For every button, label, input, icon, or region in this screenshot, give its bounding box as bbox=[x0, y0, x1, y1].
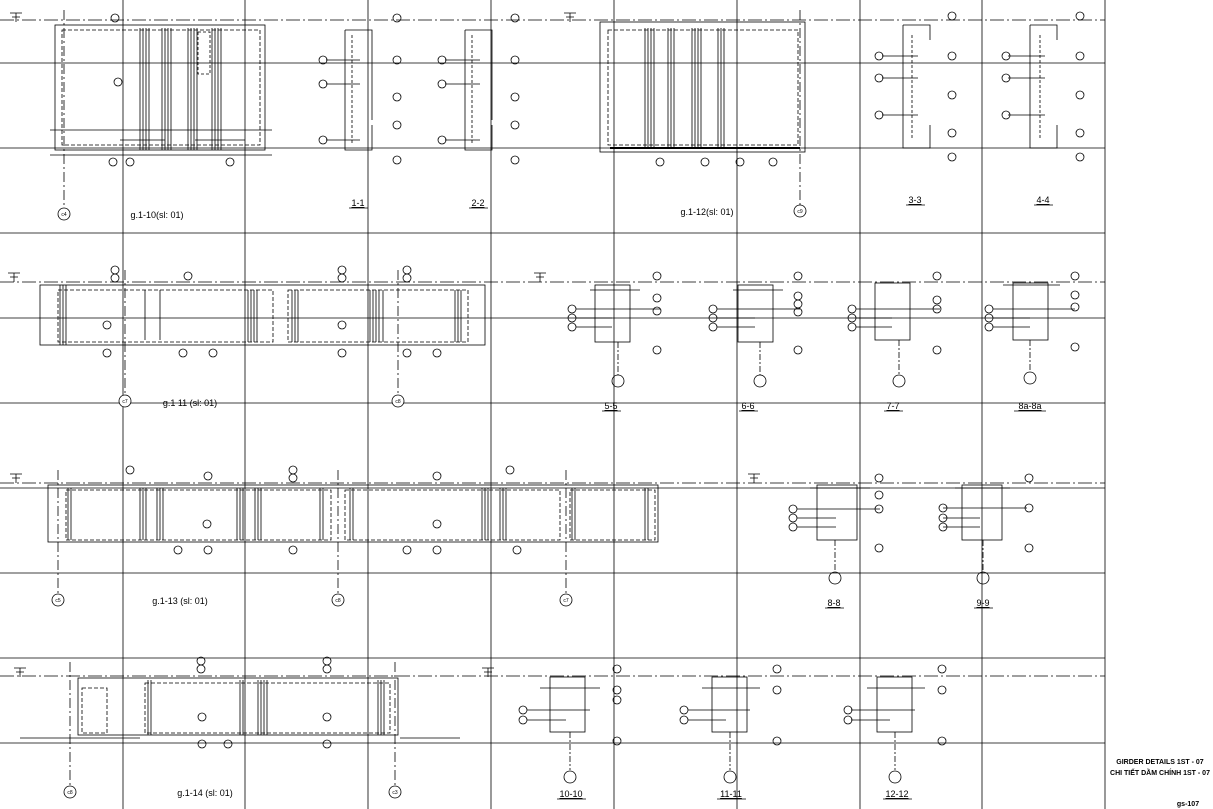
grid-bubbles-row1 bbox=[108, 13, 235, 167]
axis-bubble-label: c3 bbox=[392, 790, 398, 796]
grid-bubbles-row2 bbox=[102, 265, 442, 358]
axis-bubbles bbox=[51, 204, 807, 799]
grid-bubbles-row1b bbox=[655, 157, 778, 167]
level-marker-icons bbox=[8, 12, 760, 677]
section-3-3-4-4-details bbox=[874, 11, 1085, 162]
section-10-10-to-12-12-details bbox=[518, 664, 947, 784]
section-label-6-6: 6-6 bbox=[741, 401, 754, 411]
girder-elevation-g1-10 bbox=[50, 10, 272, 220]
layout-grid bbox=[0, 0, 1106, 809]
section-label-10-10: 10-10 bbox=[559, 789, 582, 799]
section-label-8-8: 8-8 bbox=[827, 598, 840, 608]
level-lines bbox=[0, 19, 1105, 677]
girder-elevation-g1-14 bbox=[20, 662, 460, 788]
title-block-title-en: GIRDER DETAILS 1ST - 07 bbox=[1116, 759, 1203, 766]
axis-bubble-label: c5 bbox=[55, 598, 61, 604]
section-label-11-11: 11-11 bbox=[720, 789, 742, 799]
section-label-7-7: 7-7 bbox=[886, 401, 899, 411]
grid-bubbles-row3 bbox=[125, 465, 522, 555]
section-label-3-3: 3-3 bbox=[908, 195, 921, 205]
girder-elevation-g1-12 bbox=[599, 10, 806, 210]
girder-elevation-g1-11 bbox=[39, 270, 486, 398]
axis-bubble-label: c8 bbox=[395, 399, 401, 405]
section-label-underlines bbox=[349, 204, 1053, 800]
section-label-12-12: 12-12 bbox=[885, 789, 908, 799]
axis-bubble-label: c8 bbox=[67, 790, 73, 796]
axis-bubble-label: c7 bbox=[563, 598, 569, 604]
girder-elevation-g1-13 bbox=[47, 470, 659, 596]
axis-bubble-label: c4 bbox=[61, 212, 67, 218]
axis-bubble-label: c9 bbox=[797, 209, 803, 215]
axis-bubble-label: c8 bbox=[335, 598, 341, 604]
section-label-9-9: 9-9 bbox=[976, 598, 989, 608]
section-label-4-4: 4-4 bbox=[1036, 195, 1049, 205]
section-5-5-to-8a-details bbox=[567, 271, 1080, 388]
drawing-label-g1-14: g.1-14 (sl: 01) bbox=[177, 788, 233, 798]
section-label-2-2: 2-2 bbox=[471, 198, 484, 208]
grid-bubbles-row4 bbox=[196, 656, 332, 749]
drawing-label-g1-11: g.1 11 (sl: 01) bbox=[163, 398, 217, 408]
section-label-8a-8a: 8a-8a bbox=[1018, 401, 1041, 411]
drawing-label-g1-13: g.1-13 (sl: 01) bbox=[152, 596, 208, 606]
section-1-1-2-2-details bbox=[318, 13, 520, 165]
title-block-title-vn: CHI TIẾT DẦM CHÍNH 1ST - 07 bbox=[1110, 767, 1210, 777]
section-label-5-5: 5-5 bbox=[604, 401, 617, 411]
sheet-number: gs-107 bbox=[1177, 801, 1199, 808]
axis-bubble-label: c7 bbox=[122, 399, 128, 405]
drawing-label-g1-10: g.1-10(sl: 01) bbox=[130, 210, 183, 220]
section-label-1-1: 1-1 bbox=[351, 198, 364, 208]
section-8-8-9-9-details bbox=[788, 473, 1034, 585]
drawing-label-g1-12: g.1-12(sl: 01) bbox=[680, 207, 733, 217]
